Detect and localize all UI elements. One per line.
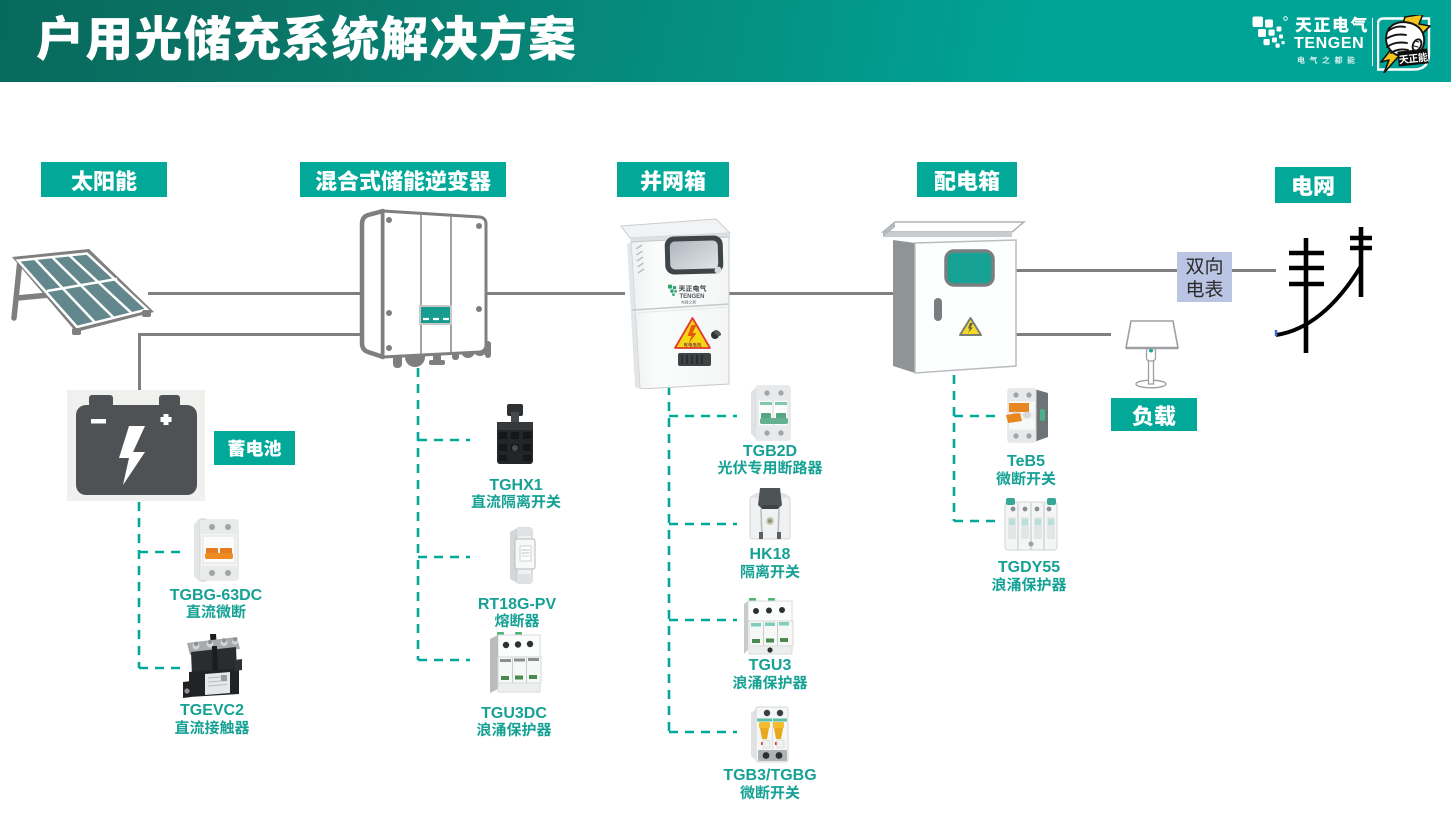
svg-text:有电危险: 有电危险: [684, 343, 702, 349]
svg-text:天正电气: 天正电气: [679, 284, 707, 294]
svg-text:TENGEN: TENGEN: [680, 294, 705, 300]
svg-text:电器之都: 电器之都: [681, 300, 696, 306]
